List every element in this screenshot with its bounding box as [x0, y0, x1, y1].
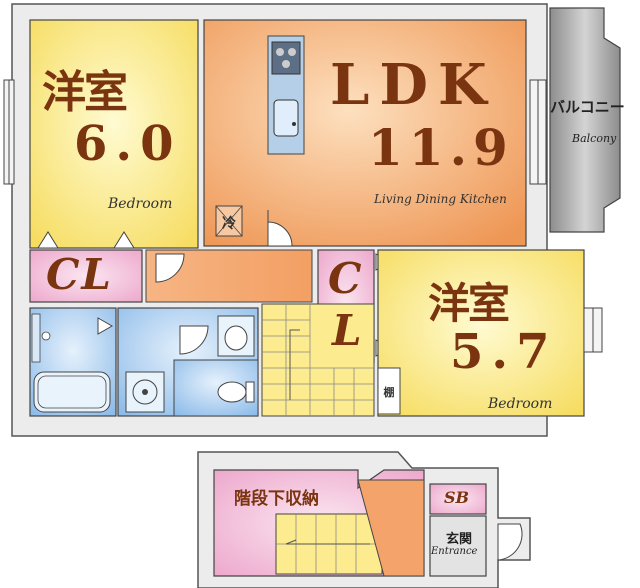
balcony-name: バルコニー [550, 98, 625, 116]
shelf [377, 367, 401, 415]
main-floor: 冷 棚 [3, 3, 621, 437]
closet-door-mark [37, 231, 59, 249]
closet-west-label: CL [46, 250, 113, 299]
closet-center-label-bottom: L [332, 306, 362, 355]
stove-icon [271, 41, 301, 75]
closet-west-room [29, 249, 143, 303]
entrance-room [429, 515, 487, 577]
closet-door-mark [113, 231, 135, 249]
ldk-size: 11.9 [368, 118, 514, 177]
under-stairs-storage-label: 階段下収納 [234, 489, 319, 509]
bedroom-west-room [29, 19, 199, 249]
bedroom-west-name: 洋室 [42, 67, 128, 118]
balcony-area [549, 7, 621, 233]
bedroom-east-size: 5.7 [450, 324, 558, 380]
ldk-room [203, 19, 527, 247]
closet-center-label-top: C [328, 254, 362, 303]
ldk-english: Living Dining Kitchen [374, 192, 507, 206]
bedroom-east-english: Bedroom [488, 396, 553, 412]
bathtub-icon [33, 371, 111, 413]
bedroom-west-size: 6.0 [74, 116, 182, 172]
sink-icon [273, 99, 299, 137]
bedroom-west-english: Bedroom [108, 196, 173, 212]
fridge-label: 冷 [222, 215, 236, 232]
balcony-english: Balcony [572, 132, 617, 145]
entrance-label: 玄関 [446, 532, 473, 547]
ldk-name: LDK [330, 52, 497, 118]
lower-floor [197, 451, 531, 588]
shoe-box [429, 483, 487, 515]
shoe-box-label: SB [444, 488, 470, 507]
entrance-english: Entrance [431, 546, 478, 557]
shelf-label: 棚 [384, 385, 395, 399]
stairs [261, 303, 375, 417]
bedroom-east-room [377, 249, 585, 417]
bedroom-east-name: 洋室 [428, 279, 510, 328]
toilet-room [173, 359, 259, 417]
